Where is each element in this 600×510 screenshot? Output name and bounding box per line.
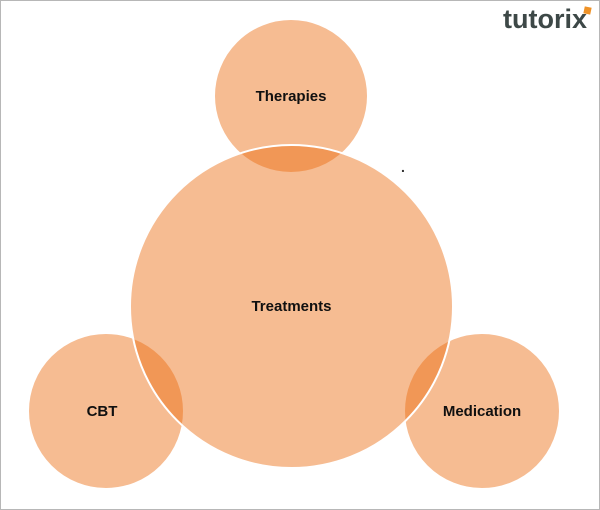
circle-label-medication: Medication	[442, 402, 522, 420]
circle-treatments: Treatments	[129, 144, 454, 469]
circle-label-cbt: CBT	[86, 402, 118, 420]
logo-text: tutorix	[503, 4, 587, 34]
stray-dot: .	[401, 159, 405, 175]
circle-label-therapies: Therapies	[255, 87, 327, 105]
tutorix-logo: tutorix	[503, 4, 592, 35]
circle-label-treatments: Treatments	[251, 298, 332, 315]
